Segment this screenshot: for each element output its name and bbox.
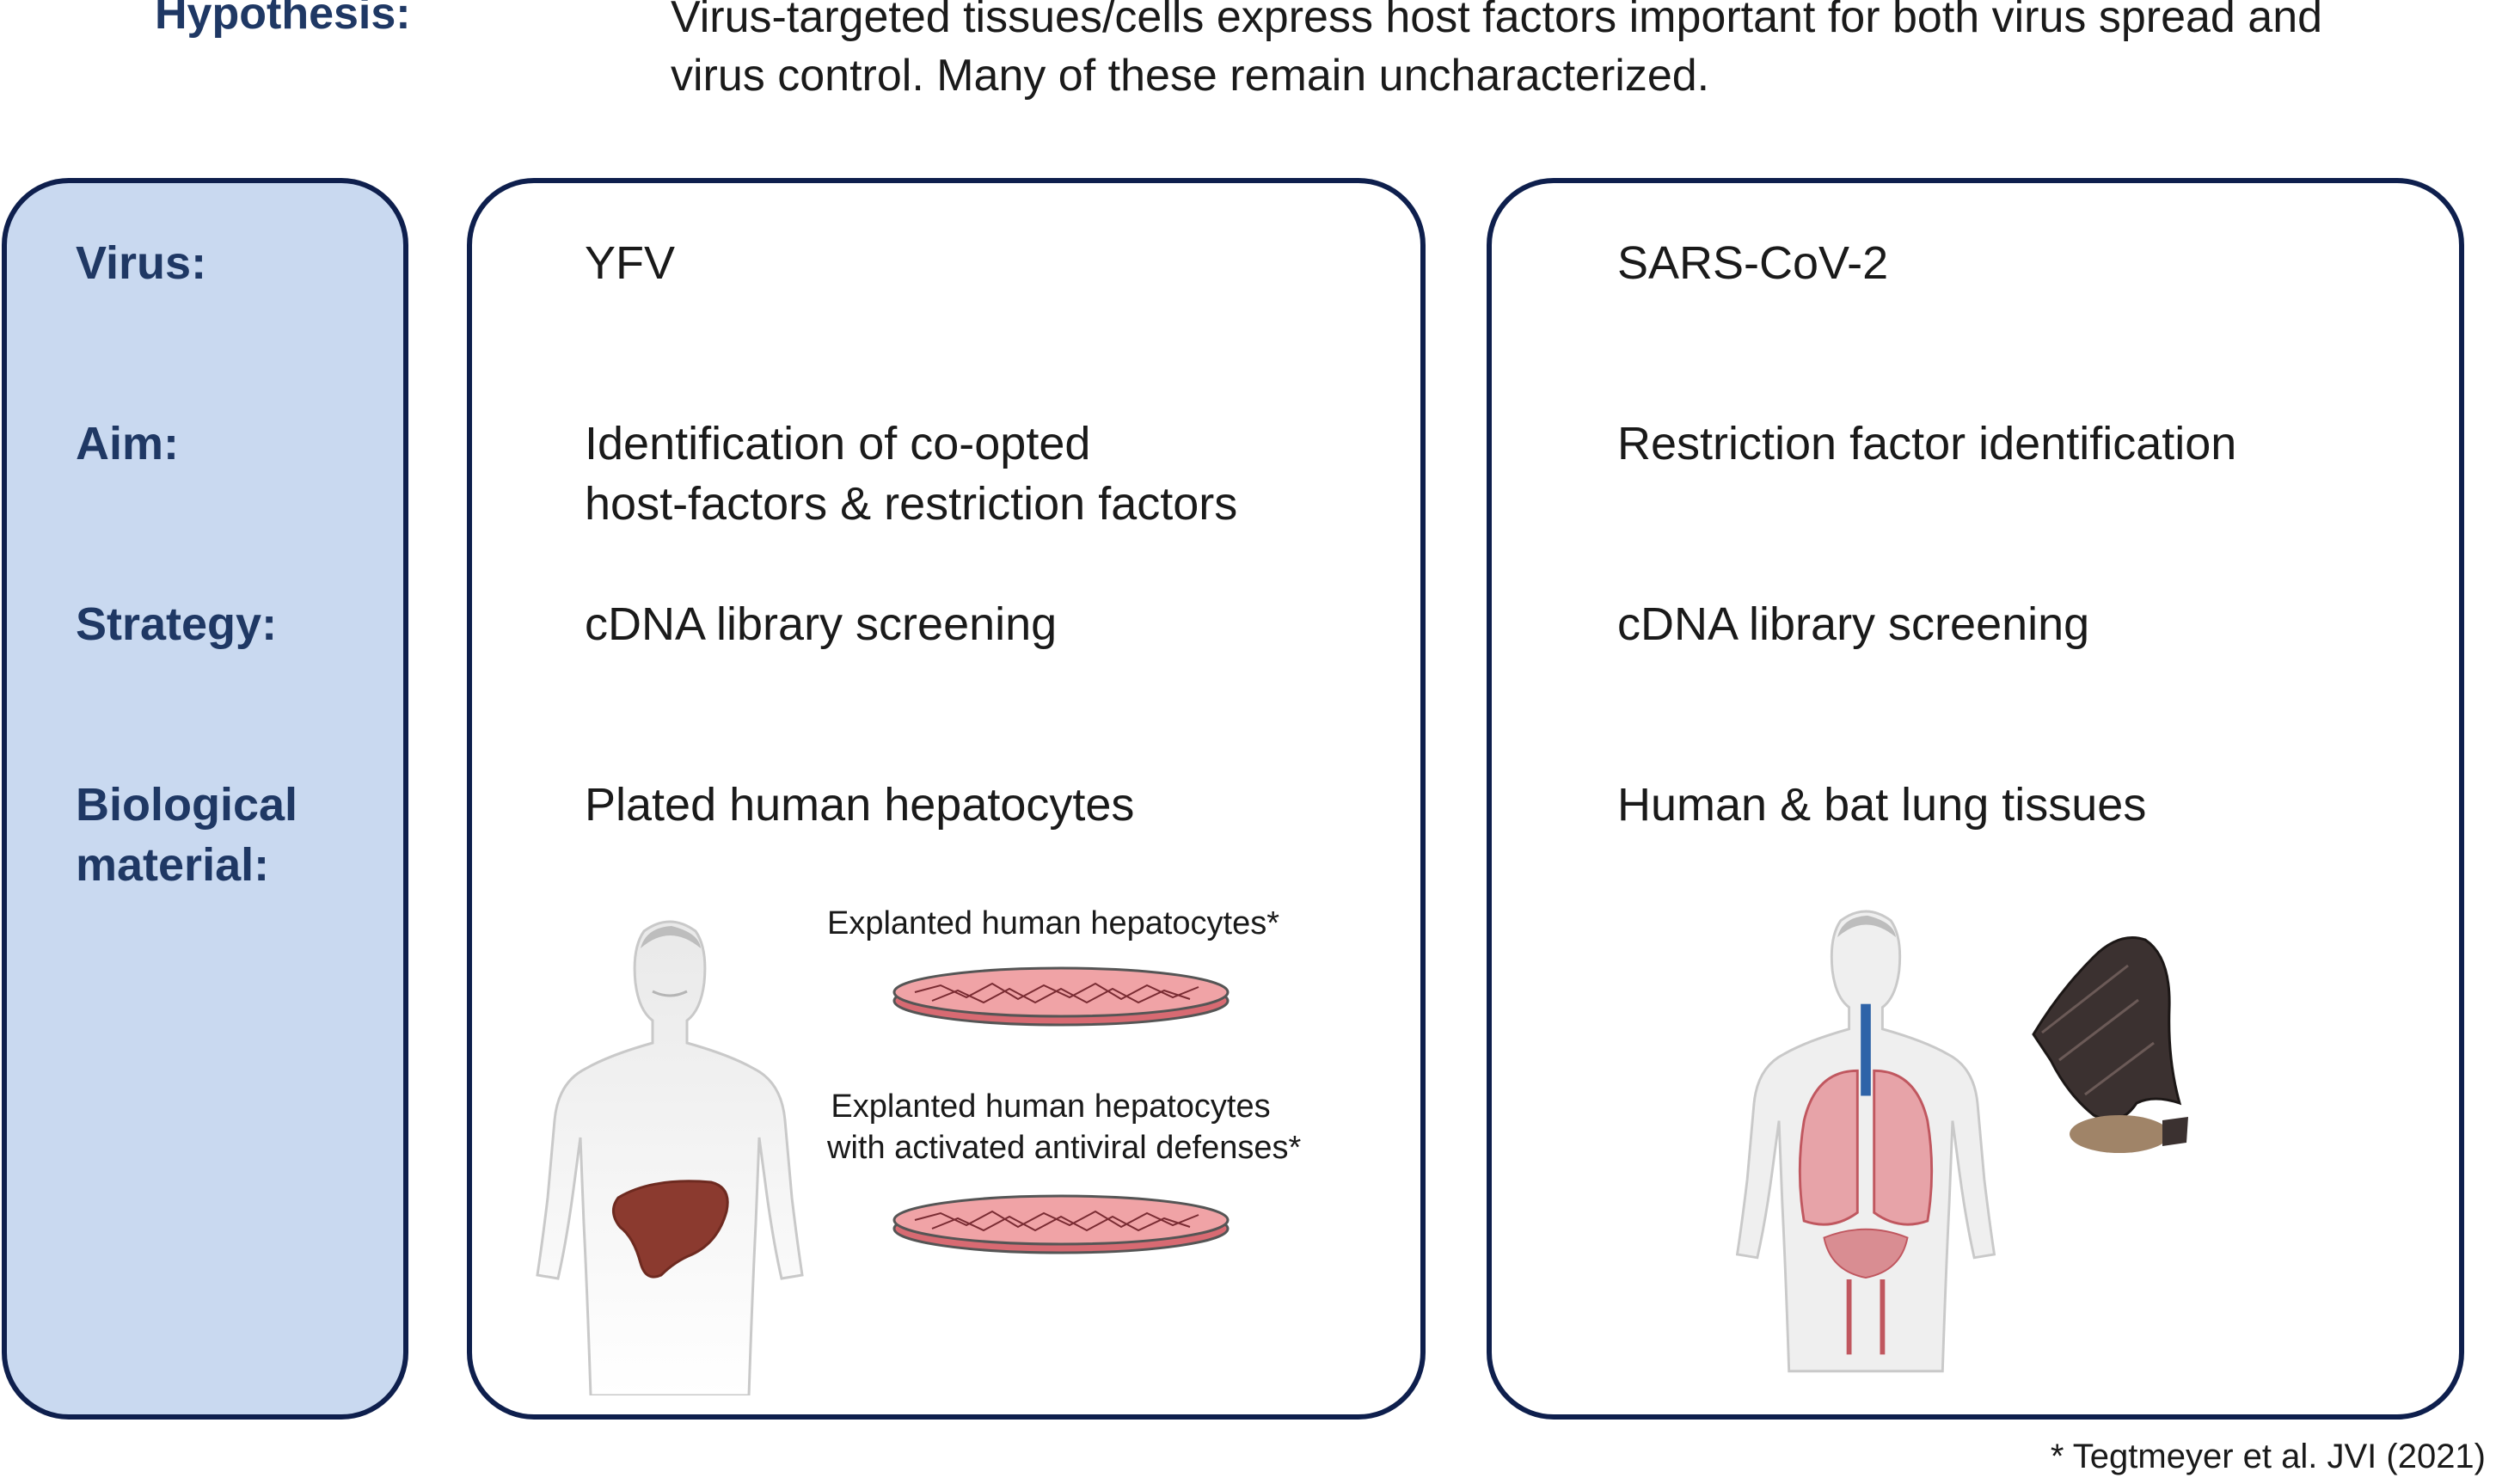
aim-label: Aim: xyxy=(76,418,179,469)
dish2-caption-line2: with activated antiviral defenses* xyxy=(827,1130,1302,1166)
human-lung-illustration xyxy=(1735,910,1996,1373)
yfv-panel: YFV Identification of co-opted host-fact… xyxy=(467,178,1426,1420)
lungs-icon xyxy=(1798,1069,1934,1226)
footnote: * Tegtmeyer et al. JVI (2021) xyxy=(2050,1438,2486,1475)
yfv-strategy: cDNA library screening xyxy=(585,598,1058,650)
bat-illustration xyxy=(2032,936,2188,1153)
trachea-icon xyxy=(1861,1003,1871,1096)
yfv-aim-line2: host-factors & restriction factors xyxy=(585,478,1238,530)
hypothesis-label: Hypothesis: xyxy=(155,0,411,39)
yfv-aim-line1: Identification of co-opted xyxy=(585,418,1091,469)
strategy-label: Strategy: xyxy=(76,598,278,650)
yfv-material: Plated human hepatocytes xyxy=(585,779,1135,831)
culture-dish-icon xyxy=(892,966,1230,1027)
culture-dish-icon xyxy=(892,1194,1230,1254)
material-label-line2: material: xyxy=(76,839,270,891)
material-label-line1: Biological xyxy=(76,779,298,831)
yfv-virus: YFV xyxy=(585,237,676,289)
sars-aim: Restriction factor identification xyxy=(1617,418,2237,469)
bat-body-icon xyxy=(2070,1115,2169,1153)
liver-icon xyxy=(612,1180,729,1279)
sars-panel: SARS-CoV-2 Restriction factor identifica… xyxy=(1487,178,2464,1420)
row-labels-panel: Virus: Aim: Strategy: Biological materia… xyxy=(2,178,408,1420)
hypothesis-text: Virus-targeted tissues/cells express hos… xyxy=(671,0,2323,101)
human-liver-illustration xyxy=(536,920,804,1395)
virus-label: Virus: xyxy=(76,237,207,289)
dish2-caption-line1: Explanted human hepatocytes xyxy=(831,1088,1271,1125)
dish1-caption: Explanted human hepatocytes* xyxy=(827,905,1280,941)
sars-material: Human & bat lung tissues xyxy=(1617,779,2147,831)
sars-strategy: cDNA library screening xyxy=(1617,598,2090,650)
sars-virus: SARS-CoV-2 xyxy=(1617,237,1889,289)
bat-wing-icon xyxy=(2032,936,2182,1122)
